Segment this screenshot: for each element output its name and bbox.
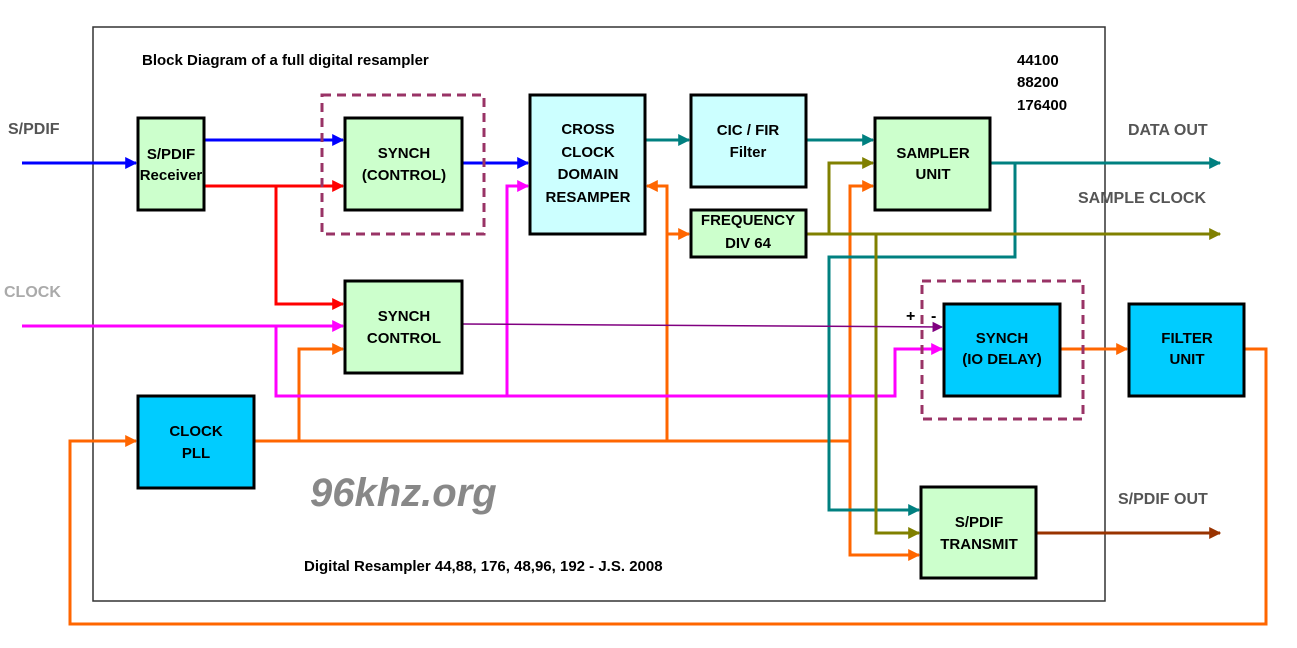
rate-label: 88200	[1017, 74, 1059, 91]
block-label: CONTROL	[367, 330, 441, 347]
minus-sign: -	[931, 308, 936, 325]
block-label: S/PDIF	[147, 146, 195, 163]
block-label: DIV 64	[725, 235, 772, 252]
block-label: SYNCH	[976, 330, 1029, 347]
outer-frame	[92, 26, 1106, 602]
wires	[22, 134, 1268, 626]
block-label: RESAMPER	[545, 189, 630, 206]
block-label: Receiver	[140, 167, 203, 184]
block-cic-fir-filter: CIC / FIR Filter	[689, 93, 808, 189]
watermark: 96khz.org	[310, 471, 497, 515]
output-label-sample-clock: SAMPLE CLOCK	[1078, 190, 1206, 207]
block-label: UNIT	[1170, 351, 1205, 368]
block-filter-unit: FILTER UNIT	[1127, 302, 1246, 398]
block-synch-control-2: SYNCH CONTROL	[343, 279, 464, 375]
block-label: S/PDIF	[955, 514, 1003, 531]
block-spdif-transmit: S/PDIF TRANSMIT	[919, 485, 1038, 580]
dashed-group-io-delay	[920, 279, 1085, 421]
block-label: CLOCK	[561, 144, 614, 161]
block-label: PLL	[182, 445, 210, 462]
block-label: UNIT	[916, 166, 951, 183]
block-spdif-receiver: S/PDIF Receiver	[136, 116, 206, 212]
block-label: DOMAIN	[558, 166, 619, 183]
input-label-clock: CLOCK	[4, 284, 61, 301]
dashed-group-synch-control	[320, 93, 486, 236]
block-label: TRANSMIT	[940, 536, 1018, 553]
block-sampler-unit: SAMPLER UNIT	[873, 116, 992, 212]
output-label-spdif-out: S/PDIF OUT	[1118, 491, 1208, 508]
plus-sign: +	[906, 308, 915, 325]
block-label: FILTER	[1161, 330, 1213, 347]
output-label-data-out: DATA OUT	[1128, 122, 1208, 139]
block-cross-clock-resampler: CROSS CLOCK DOMAIN RESAMPER	[528, 93, 647, 236]
block-label: CLOCK	[169, 423, 222, 440]
block-label: SYNCH	[378, 145, 431, 162]
block-label: SAMPLER	[896, 145, 970, 162]
block-clock-pll: CLOCK PLL	[136, 394, 256, 490]
block-label: FREQUENCY	[701, 212, 795, 229]
block-label: CROSS	[561, 121, 614, 138]
block-synch-io-delay: SYNCH (IO DELAY)	[942, 302, 1062, 398]
rate-label: 176400	[1017, 97, 1067, 114]
block-label: CIC / FIR	[717, 122, 780, 139]
block-synch-control-1: SYNCH (CONTROL)	[343, 116, 464, 212]
rate-label: 44100	[1017, 52, 1059, 69]
block-label: SYNCH	[378, 308, 431, 325]
input-label-spdif: S/PDIF	[8, 121, 60, 138]
footer-caption: Digital Resampler 44,88, 176, 48,96, 192…	[304, 558, 663, 575]
block-label: Filter	[730, 144, 767, 161]
block-frequency-div: FREQUENCY DIV 64	[689, 208, 808, 259]
block-label: (IO DELAY)	[962, 351, 1041, 368]
block-label: (CONTROL)	[362, 167, 446, 184]
diagram-title: Block Diagram of a full digital resample…	[142, 52, 429, 69]
